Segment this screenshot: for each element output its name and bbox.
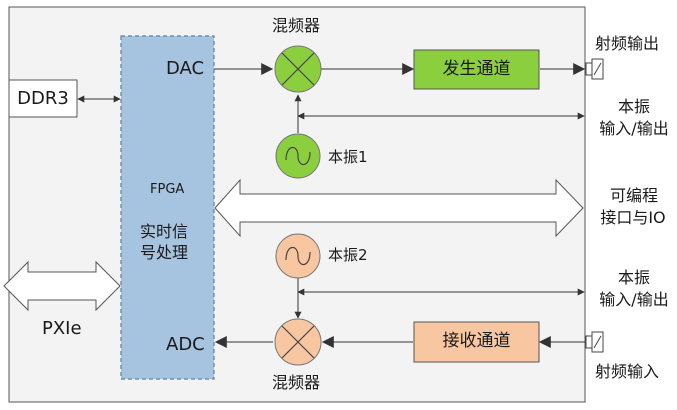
- programmable-label-line2: 接口与IO: [600, 208, 666, 227]
- lo2-oscillator-icon: [275, 233, 321, 279]
- rtsp-label-line1: 实时信: [140, 222, 189, 241]
- pxie-bus-arrow: [3, 260, 121, 312]
- mixer-top-label: 混频器: [272, 16, 321, 35]
- lo-io-top-label-line1: 本振: [617, 97, 650, 116]
- ddr3-box: [8, 79, 78, 118]
- mixer-top-icon: [274, 45, 322, 93]
- tx-channel-box: [413, 49, 540, 90]
- ddr3-label: DDR3: [17, 88, 69, 109]
- rf-in-label: 射频输入: [595, 362, 660, 381]
- lo2-label: 本振2: [328, 246, 368, 264]
- programmable-label-line1: 可编程: [609, 186, 658, 205]
- lo1-oscillator-icon: [275, 133, 321, 179]
- mixer-bottom-label: 混频器: [272, 373, 321, 392]
- fpga-label: FPGA: [150, 182, 185, 197]
- pxie-label: PXIe: [42, 318, 82, 339]
- adc-label: ADC: [166, 334, 205, 355]
- rx-channel-box: [413, 321, 540, 363]
- rf-out-connector-icon: [585, 58, 604, 80]
- lo-io-bottom-label-line1: 本振: [617, 268, 650, 287]
- lo-io-top-label-line2: 输入/输出: [599, 119, 669, 138]
- lo-io-bottom-label-line2: 输入/输出: [599, 290, 669, 309]
- dac-label: DAC: [166, 58, 205, 79]
- mixer-bottom-icon: [274, 318, 322, 366]
- tx-channel-label: 发生通道: [442, 59, 511, 79]
- programmable-io-arrow: [214, 178, 584, 238]
- lo1-label: 本振1: [328, 148, 368, 166]
- rtsp-label-line2: 号处理: [140, 243, 189, 262]
- fpga-block: [120, 35, 215, 380]
- rf-in-connector-icon: [585, 331, 604, 353]
- rf-out-label: 射频输出: [595, 34, 660, 53]
- rx-channel-label: 接收通道: [442, 331, 511, 351]
